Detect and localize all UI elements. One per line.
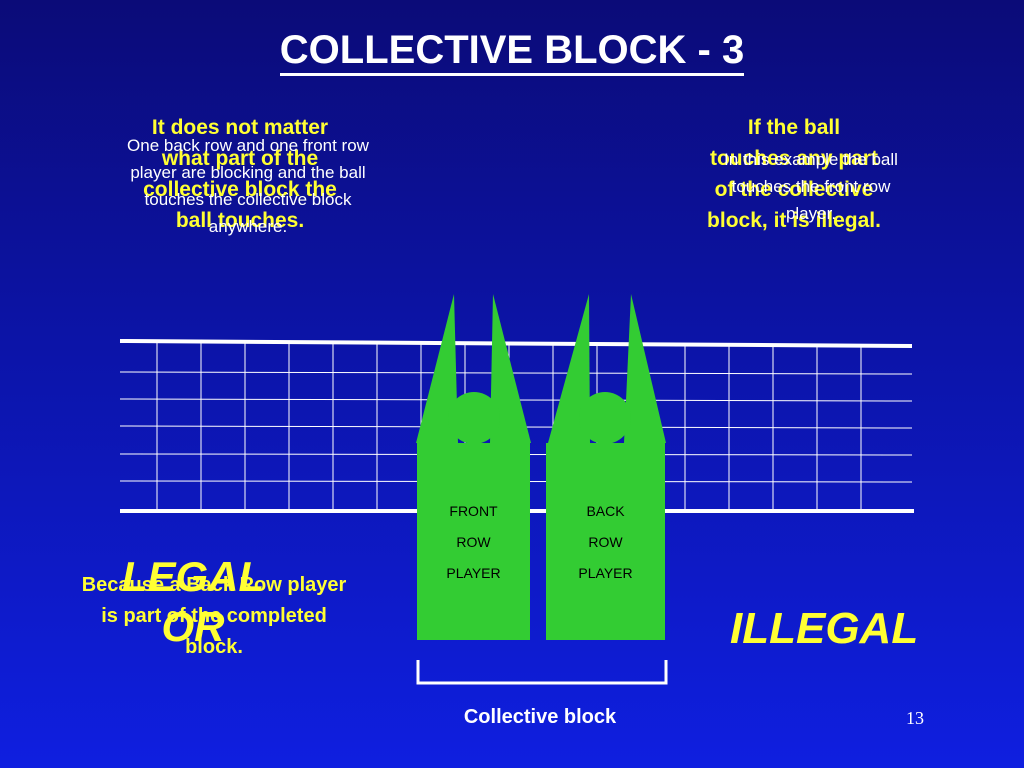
front-player-right-arm	[490, 294, 531, 443]
back-label-line2: ROW	[588, 534, 623, 550]
front-row-player-figure	[416, 294, 531, 640]
slide-title-text: COLLECTIVE BLOCK - 3	[279, 28, 745, 76]
collective-block-bracket	[416, 660, 668, 685]
front-label-line3: PLAYER	[446, 565, 501, 581]
back-player-right-arm	[624, 294, 666, 443]
left-yellow-note: It does not matter what part of the coll…	[143, 116, 337, 232]
net-top-tape	[119, 339, 913, 348]
back-player-body	[546, 443, 665, 640]
legal-reason: Because a Back Row player is part of the…	[81, 574, 347, 658]
back-row-player-figure	[546, 294, 666, 640]
illegal-label: ILLEGAL	[730, 604, 919, 653]
right-white-note: In this example the ball touches the fro…	[724, 150, 898, 223]
front-row-player-label: FRONT ROW PLAYER	[417, 496, 530, 589]
left-white-note: One back row and one front row player ar…	[127, 136, 369, 236]
page-number: 13	[906, 708, 924, 728]
front-player-left-arm	[416, 294, 458, 443]
front-player-head	[448, 392, 500, 444]
front-player-body	[417, 443, 530, 640]
collective-block-label: Collective block	[463, 706, 617, 728]
front-label-line1: FRONT	[449, 503, 498, 519]
right-yellow-note: If the ball touches any part of the coll…	[707, 116, 881, 232]
back-label-line1: BACK	[586, 503, 625, 519]
back-player-head	[579, 392, 631, 444]
back-row-player-label: BACK ROW PLAYER	[546, 496, 665, 589]
legal-label: LEGAL OR	[121, 553, 265, 650]
front-label-line2: ROW	[456, 534, 491, 550]
back-label-line3: PLAYER	[578, 565, 633, 581]
back-player-left-arm	[548, 294, 590, 443]
slide-title: COLLECTIVE BLOCK - 3	[0, 28, 1024, 76]
